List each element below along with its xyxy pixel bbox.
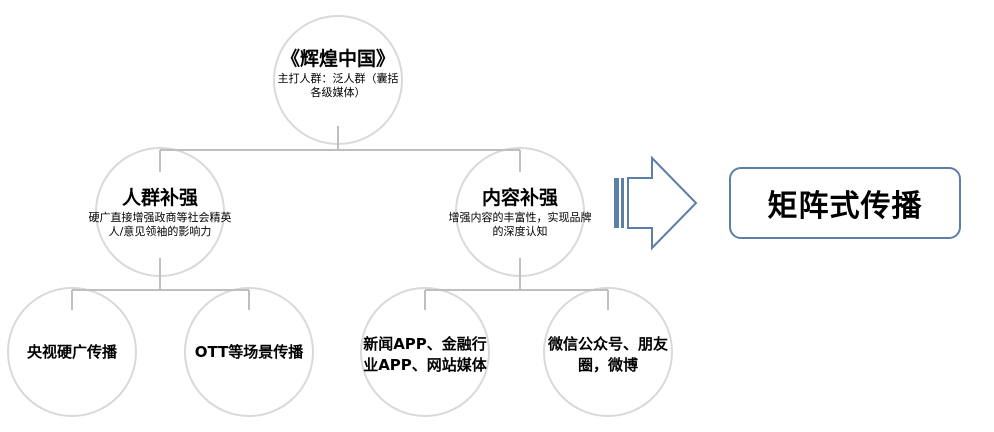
left-branch-desc-line2: 人/意见领袖的影响力: [108, 225, 212, 238]
leaf-circle-4: [543, 287, 673, 417]
right-branch-title: 内容补强: [481, 187, 558, 209]
leaf-3-label-line2: 业APP、网站媒体: [363, 356, 487, 374]
right-arrow-icon: [614, 155, 698, 251]
result-box: 矩阵式传播: [729, 167, 961, 239]
leaf-4-label-line1: 微信公众号、朋友: [547, 335, 668, 353]
leaf-1-label: 央视硬广传播: [26, 343, 117, 361]
left-branch-desc-line1: 硬广直接增强政商等社会精英: [88, 211, 232, 224]
right-branch-desc-line1: 增强内容的丰富性，实现品牌: [448, 211, 592, 224]
left-branch-title: 人群补强: [121, 187, 198, 209]
result-label: 矩阵式传播: [767, 189, 923, 224]
leaf-4-label-line2: 圈，微博: [577, 356, 638, 374]
root-title: 《辉煌中国》: [280, 48, 395, 70]
right-connectors: [424, 258, 609, 310]
root-desc-line1: 主打人群：泛人群（囊括: [277, 72, 399, 85]
leaf-2-label: OTT等场景传播: [194, 343, 304, 361]
leaf-3-label-line1: 新闻APP、金融行: [363, 335, 487, 353]
leaf-circle-2: [184, 287, 314, 417]
left-connectors: [71, 258, 250, 310]
leaf-circle-3: [360, 287, 490, 417]
right-branch-desc-line2: 的深度认知: [492, 225, 548, 238]
leaf-circle-1: [7, 287, 137, 417]
root-connectors: [159, 126, 521, 172]
root-desc-line2: 各级媒体）: [310, 86, 366, 99]
